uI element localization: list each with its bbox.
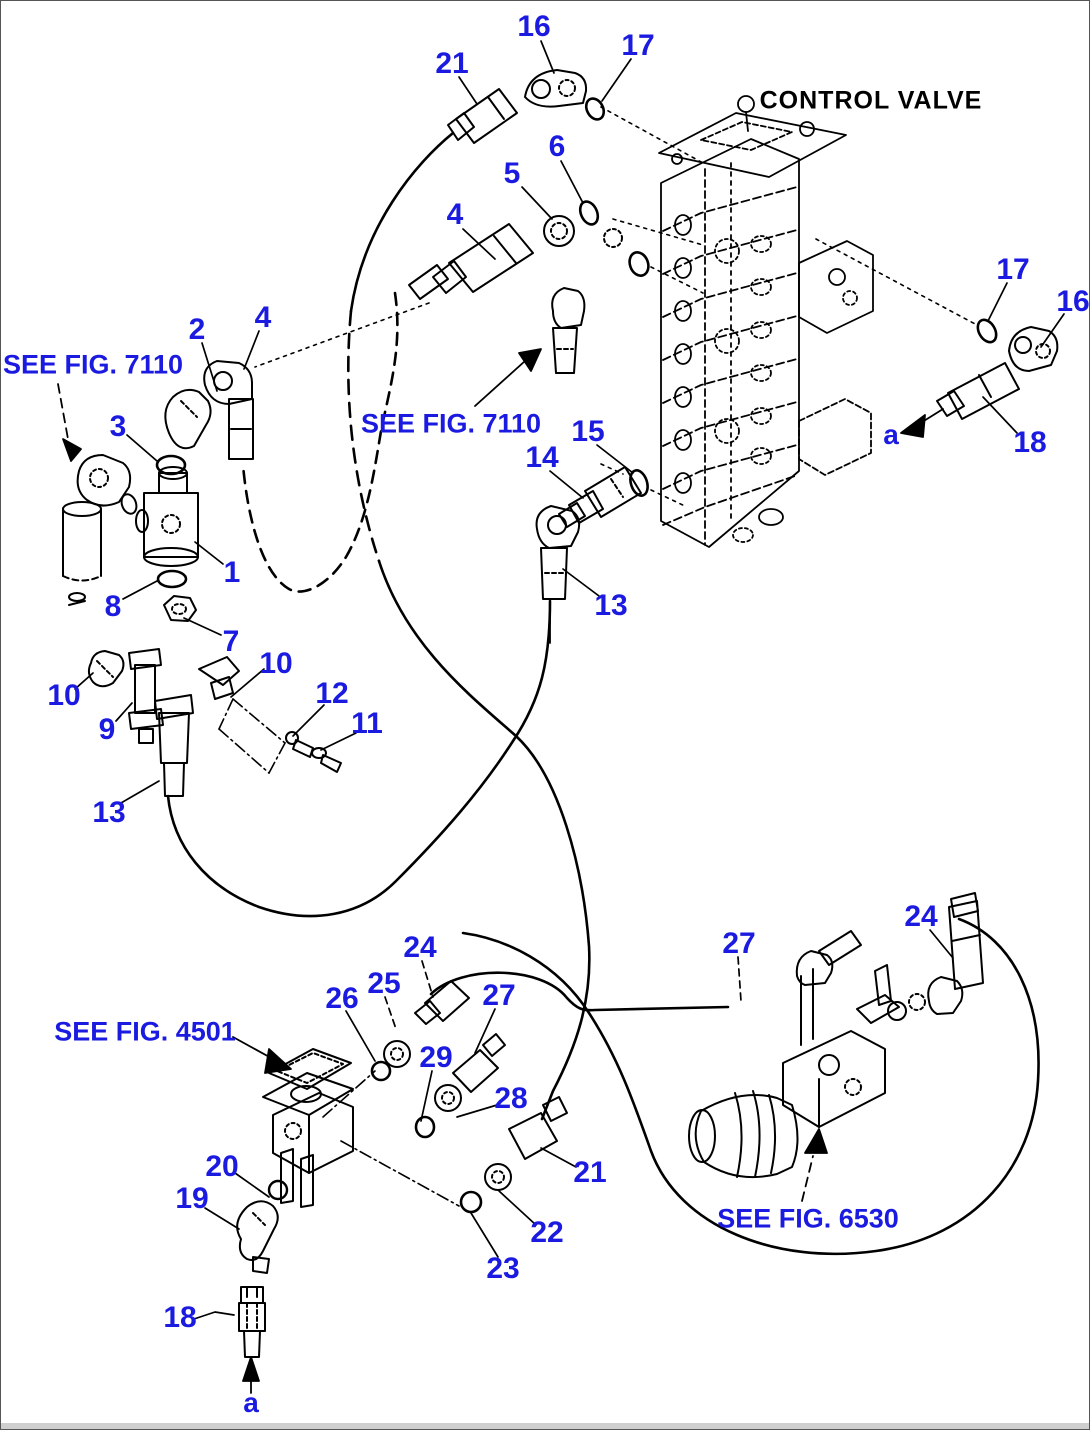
see-fig-7110-left-arrow	[57, 383, 69, 440]
hose-end-21-bottom-icon	[508, 1112, 558, 1160]
hose-13	[166, 599, 552, 918]
elbow-13-center-icon	[535, 505, 581, 549]
o-ring-3-icon	[155, 454, 187, 476]
bottom-right-assembly	[688, 892, 984, 1179]
o-ring-20-icon	[267, 1179, 289, 1201]
washer-11-icon	[311, 747, 327, 759]
nipple-9-icon	[134, 664, 156, 714]
page-bottom-strip	[1, 1423, 1089, 1429]
fitting-group-top	[447, 69, 606, 144]
o-ring-29-icon	[414, 1115, 436, 1139]
hose-21-upper	[349, 131, 455, 313]
hose-end-27-left-icon	[452, 1049, 499, 1093]
nut-5-icon	[543, 215, 575, 247]
see-fig-4501-arrow	[232, 1036, 274, 1060]
o-ring-icon	[628, 251, 650, 277]
fitting-group-right	[936, 318, 1059, 420]
elbow-19-icon	[236, 1200, 279, 1261]
tube-13-left-icon	[158, 712, 190, 764]
nut-22-icon	[484, 1163, 512, 1191]
control-valve-drawing	[658, 95, 874, 548]
hose-end-18-right-icon	[947, 362, 1020, 420]
elbow-16-icon	[524, 69, 588, 108]
valve-4501-body-icon	[272, 1092, 354, 1174]
o-ring-8-icon	[156, 569, 188, 589]
nut-28-icon	[434, 1084, 462, 1112]
tube-24-right-icon	[948, 900, 984, 990]
left-fitting-column	[87, 595, 342, 797]
o-ring-23-icon	[459, 1190, 483, 1214]
hose-24	[461, 917, 1040, 1256]
elbow-2-icon	[164, 388, 212, 450]
connector-lines	[218, 106, 978, 1207]
bottom-left-assembly	[236, 980, 568, 1358]
hose-21-lower	[377, 559, 591, 1121]
o-ring-17-icon	[584, 97, 606, 121]
nut-7-icon	[163, 595, 197, 622]
elbow-7110-icon	[76, 454, 132, 507]
elbow-10-left-icon	[87, 650, 125, 688]
hose-27	[429, 971, 730, 1012]
fitting-group-456	[408, 200, 650, 300]
o-ring-17-right-icon	[976, 318, 998, 344]
reference-arrows	[57, 348, 944, 1394]
center-fitting-group	[535, 287, 649, 600]
see-fig-6530-arrow	[801, 1155, 814, 1202]
bolt-12-icon	[285, 731, 299, 745]
hose-4	[241, 291, 399, 593]
pedal-plate-icon	[268, 1048, 352, 1090]
tee-10-right-icon	[198, 656, 240, 686]
hoses	[166, 131, 1040, 1256]
hose-end-21-icon	[455, 88, 518, 144]
left-assembly	[62, 360, 254, 606]
accumulator-icon	[694, 1093, 799, 1179]
hose-21-mid	[347, 309, 381, 563]
valve-6530-body-icon	[782, 1030, 886, 1128]
tube-14-icon	[584, 466, 642, 518]
hose-end-4-icon	[448, 223, 534, 293]
elbow-16-right-icon	[1008, 326, 1059, 372]
o-ring-15-icon	[629, 469, 649, 497]
nut-25-icon	[383, 1040, 411, 1068]
elbow-24-right-icon	[927, 976, 964, 1015]
see-fig-7110-center-arrow	[474, 360, 526, 407]
elbow-4-icon	[203, 360, 253, 405]
tube-4-icon	[228, 398, 254, 460]
leader-lines	[74, 40, 1065, 1320]
o-ring-26-icon	[370, 1060, 392, 1082]
hose-end-24-left-icon	[424, 980, 470, 1022]
fitting-7110-center-icon	[551, 287, 586, 329]
o-ring-6-icon	[578, 200, 600, 226]
fitting-18-bottom-icon	[238, 1302, 266, 1332]
